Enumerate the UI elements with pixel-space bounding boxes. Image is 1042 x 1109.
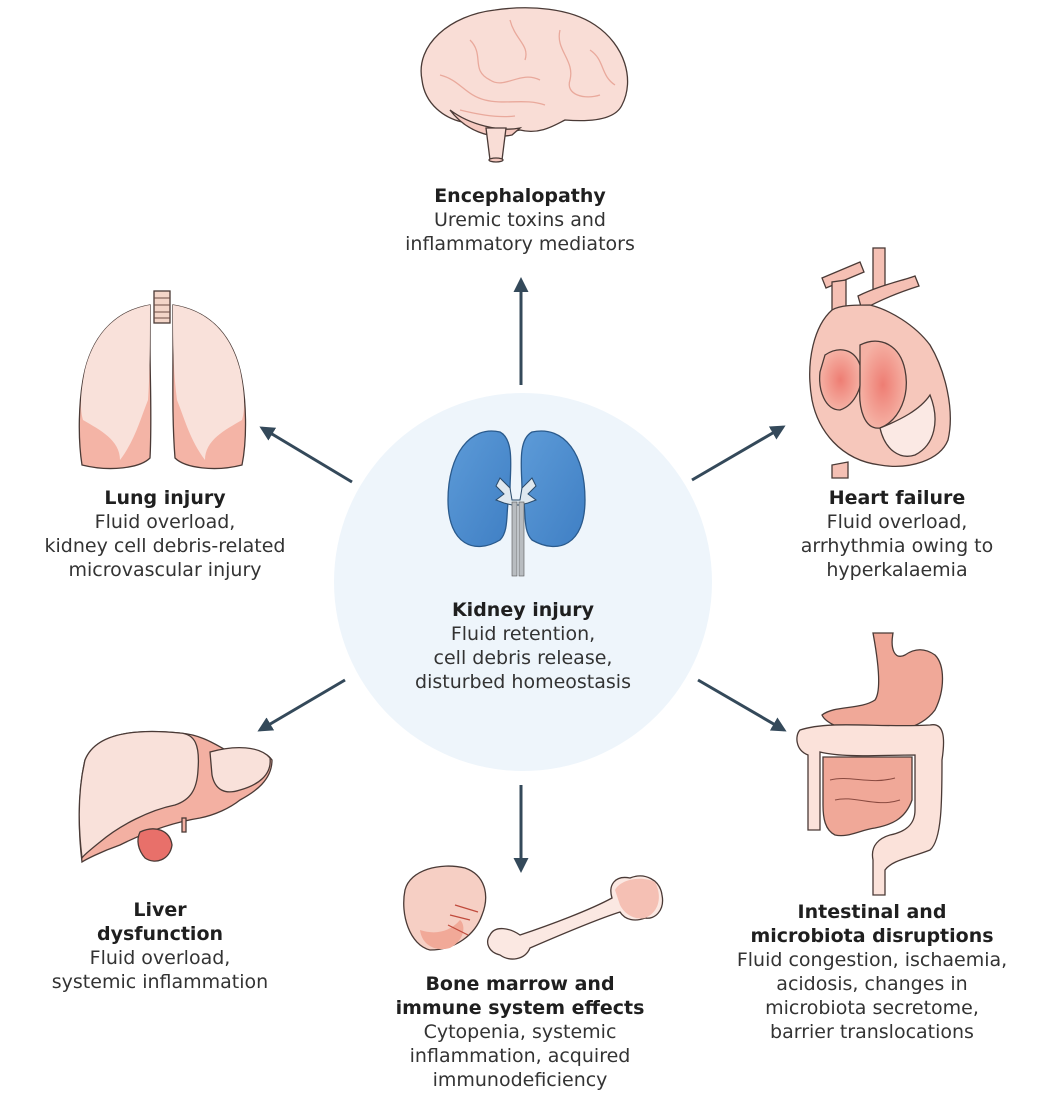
- effect-title: Liver dysfunction: [96, 899, 224, 945]
- effect-label-liver: Liver dysfunction Fluid overload, system…: [30, 898, 290, 994]
- arrow-to-intestine: [697, 678, 787, 732]
- effect-description: Cytopenia, systemic inflammation, acquir…: [409, 1021, 631, 1091]
- arrows: [257, 277, 787, 873]
- liver-icon: [78, 730, 273, 864]
- arrow-to-lung: [259, 426, 353, 484]
- heart-icon: [809, 247, 951, 479]
- effect-title: Intestinal and microbiota disruptions: [750, 901, 994, 947]
- effect-label-lung: Lung injury Fluid overload, kidney cell …: [20, 486, 310, 582]
- effect-description: Fluid congestion, ischaemia, acidosis, c…: [736, 949, 1008, 1043]
- effect-description: Uremic toxins and inflammatory mediators: [405, 209, 635, 255]
- effect-title: Lung injury: [104, 487, 226, 509]
- effect-description: Fluid overload, arrhythmia owing to hype…: [800, 511, 994, 581]
- arrow-to-liver: [257, 678, 346, 732]
- effect-title: Bone marrow and immune system effects: [395, 973, 645, 1019]
- effect-description: Fluid overload, systemic inflammation: [51, 947, 269, 993]
- spleen-and-bone-icon: [403, 865, 664, 960]
- effect-label-bone: Bone marrow and immune system effects Cy…: [370, 972, 670, 1092]
- effect-label-intestine: Intestinal and microbiota disruptions Fl…: [712, 900, 1032, 1044]
- brain-icon: [420, 7, 629, 163]
- effect-description: Fluid overload, kidney cell debris-relat…: [44, 511, 286, 581]
- center-label-kidney: Kidney injury Fluid retention, cell debr…: [373, 598, 673, 694]
- arrow-to-heart: [691, 425, 786, 482]
- lungs-icon: [78, 290, 247, 470]
- center-title: Kidney injury: [451, 599, 595, 621]
- effect-label-heart: Heart failure Fluid overload, arrhythmia…: [752, 486, 1042, 582]
- kidney-icon: [447, 430, 586, 577]
- effect-title: Encephalopathy: [434, 185, 606, 207]
- center-description: Fluid retention, cell debris release, di…: [415, 623, 631, 693]
- stomach-and-intestines-icon: [796, 632, 945, 896]
- effect-title: Heart failure: [828, 487, 966, 509]
- effect-label-brain: Encephalopathy Uremic toxins and inflamm…: [370, 184, 670, 256]
